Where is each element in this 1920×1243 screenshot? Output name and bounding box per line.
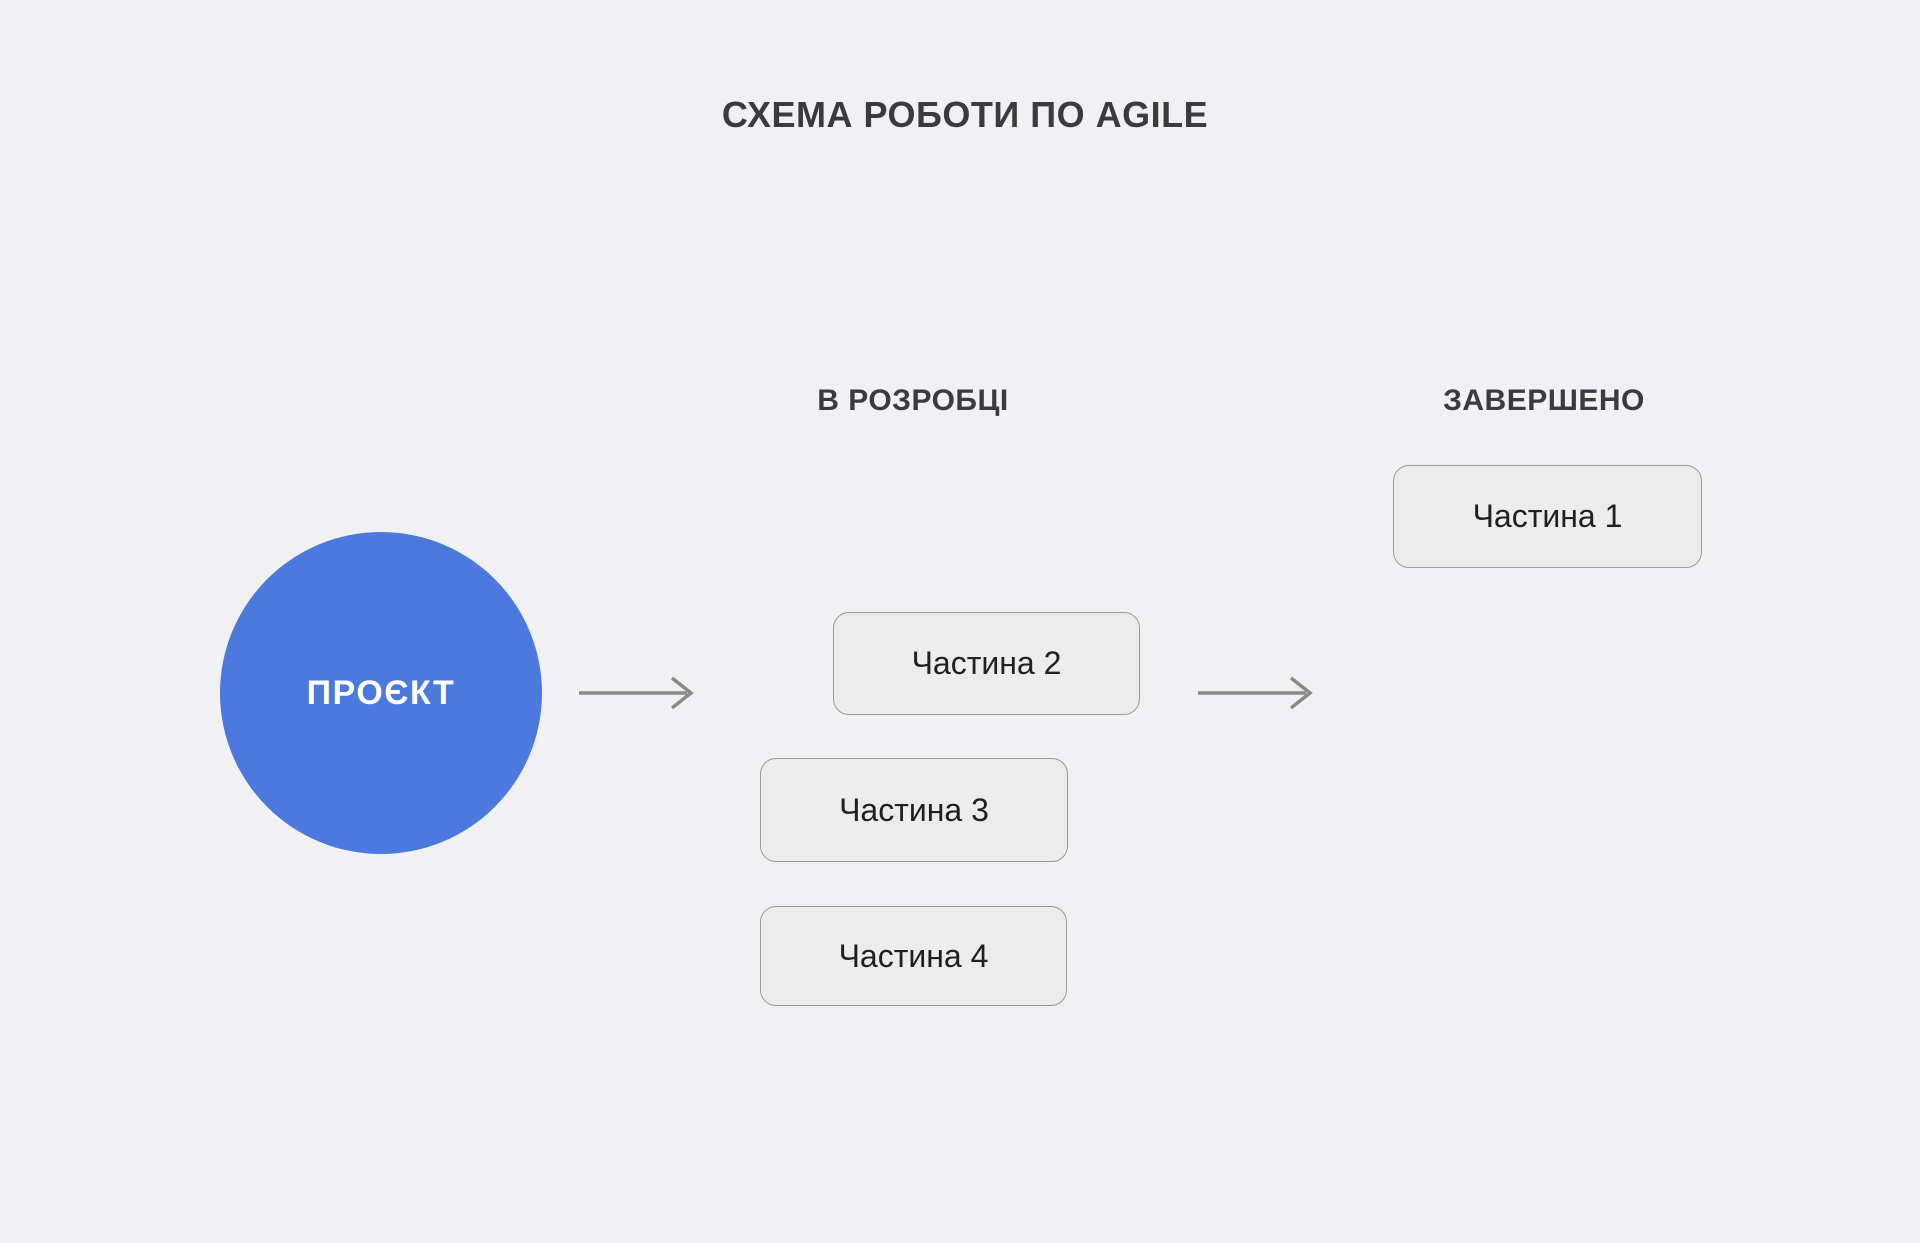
in-development-heading: В РОЗРОБЦІ: [817, 384, 1009, 417]
part-box-2: Частина 2: [833, 612, 1140, 715]
arrow-right-icon: [1196, 671, 1320, 715]
completed-heading: ЗАВЕРШЕНО: [1443, 384, 1645, 417]
part-box-label: Частина 4: [838, 937, 989, 974]
part-box-4: Частина 4: [760, 906, 1067, 1006]
part-box-3: Частина 3: [760, 758, 1068, 862]
part-box-label: Частина 3: [839, 791, 989, 828]
part-box-1: Частина 1: [1393, 465, 1702, 568]
part-box-label: Частина 2: [911, 645, 1062, 681]
diagram-title: СХЕМА РОБОТИ ПО AGILE: [721, 94, 1209, 135]
project-node-label: ПРОЄКТ: [306, 673, 456, 712]
project-node: ПРОЄКТ: [220, 532, 542, 854]
part-box-label: Частина 1: [1472, 498, 1623, 534]
arrow-right-icon: [577, 671, 701, 715]
